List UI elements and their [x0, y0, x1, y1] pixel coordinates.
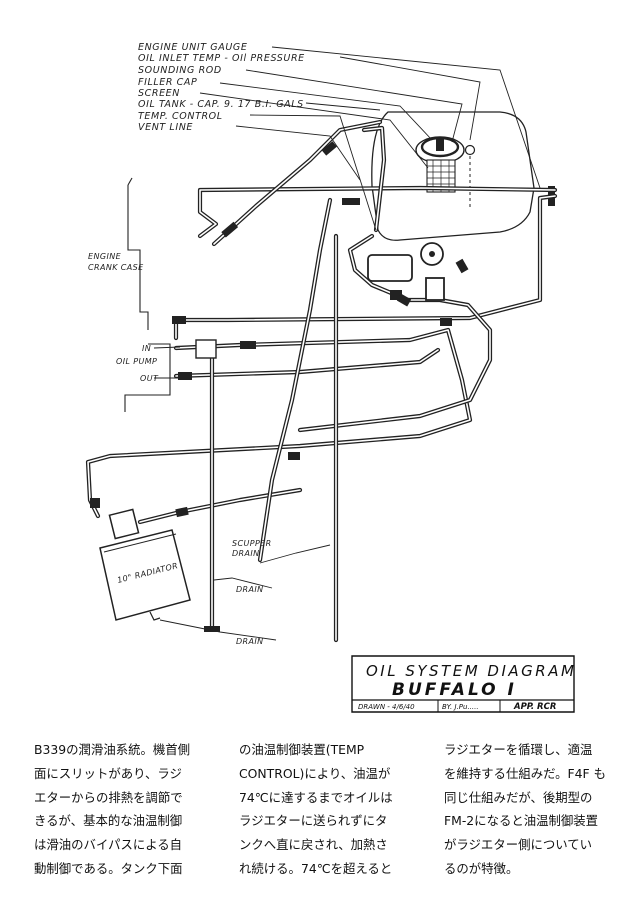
temp-control-valve [367, 242, 445, 301]
diagram-title: OIL SYSTEM DIAGRAM [366, 662, 576, 680]
label-oil-tank: OIL TANK - CAP. 9. 17 B.I. GALS [138, 99, 304, 110]
title-block: OIL SYSTEM DIAGRAM BUFFALO I DRAWN - 4/6… [351, 655, 576, 713]
caption-line: を維持する仕組みだ。F4F も [444, 765, 607, 781]
diagram-subtitle: BUFFALO I [392, 680, 517, 700]
radiator [99, 508, 191, 621]
oil-pump [195, 339, 217, 359]
caption-line: 面にスリットがあり、ラジ [34, 765, 182, 781]
label-vent-line: VENT LINE [138, 122, 193, 133]
caption-line: ラジエターに送られずにタ [239, 813, 388, 829]
caption-line: B339の潤滑油系統。機首側 [34, 742, 191, 757]
part-labels: ENGINE UNIT GAUGE OIL INLET TEMP - OIl P… [88, 42, 305, 646]
leader-lines [153, 46, 541, 641]
drawn-date: DRAWN - 4/6/40 [358, 703, 415, 711]
caption-line: の油温制御装置(TEMP [239, 742, 365, 757]
label-engine: ENGINE [88, 252, 122, 261]
caption-line: CONTROL)により、油温が [239, 765, 391, 781]
sounding-rod-gauge [464, 144, 476, 210]
caption-line: るのが特徴。 [444, 860, 519, 876]
filler-cap [415, 136, 465, 164]
label-in: IN [142, 344, 151, 353]
label-screen: SCREEN [138, 88, 180, 99]
caption-column-3: ラジエターを循環し、適温 を維持する仕組みだ。F4F も 同じ仕組みだが、後期型… [444, 738, 612, 881]
label-crank-case: CRANK CASE [88, 263, 144, 272]
label-temp-control: TEMP. CONTROL [138, 111, 223, 122]
caption-column-2: の油温制御装置(TEMP CONTROL)により、油温が 74℃に達するまでオイ… [239, 738, 407, 881]
label-engine-unit-gauge: ENGINE UNIT GAUGE [138, 42, 247, 53]
caption-column-1: B339の潤滑油系統。機首側 面にスリットがあり、ラジ エターからの排熱を調節で… [34, 738, 202, 881]
label-oil-pump: OIL PUMP [116, 357, 157, 366]
label-out: OUT [140, 374, 159, 383]
caption: B339の潤滑油系統。機首側 面にスリットがあり、ラジ エターからの排熱を調節で… [34, 738, 612, 881]
engine-outline [124, 177, 171, 412]
approved-by: APP. RCR [513, 702, 556, 712]
caption-line: 動制御である。タンク下面 [34, 860, 183, 876]
label-filler-cap: FILLER CAP [138, 77, 197, 88]
drawn-by: BY. J.Pu..... [442, 703, 479, 711]
caption-line: は滑油のバイパスによる自 [34, 837, 183, 853]
oil-system-diagram: ENGINE UNIT GAUGE OIL INLET TEMP - OIl P… [85, 42, 576, 713]
label-drain-2: DRAIN [236, 637, 264, 646]
label-sounding-rod: SOUNDING ROD [138, 65, 222, 76]
caption-line: きるが、基本的な油温制御 [34, 813, 183, 829]
label-scupper: SCUPPER [232, 539, 272, 548]
caption-line: 同じ仕組みだが、後期型の [444, 789, 593, 805]
caption-line: エターからの排熱を調節で [34, 789, 183, 805]
caption-line: ンクへ直に戻され、加熱さ [239, 837, 388, 853]
pipe-fittings [90, 141, 469, 518]
caption-line: がラジエター側についてい [444, 837, 593, 853]
caption-line: FM-2になると油温制御装置 [444, 813, 599, 829]
drain-lines [204, 197, 339, 643]
caption-line: 74℃に達するまでオイルは [239, 789, 393, 805]
caption-line: ラジエターを循環し、適温 [444, 742, 593, 757]
caption-line: れ続ける。74℃を超えると [239, 860, 393, 876]
label-drain-1: DRAIN [236, 585, 264, 594]
label-scupper-drain: DRAIN [232, 549, 260, 558]
label-oil-inlet: OIL INLET TEMP - OIl PRESSURE [138, 53, 305, 64]
